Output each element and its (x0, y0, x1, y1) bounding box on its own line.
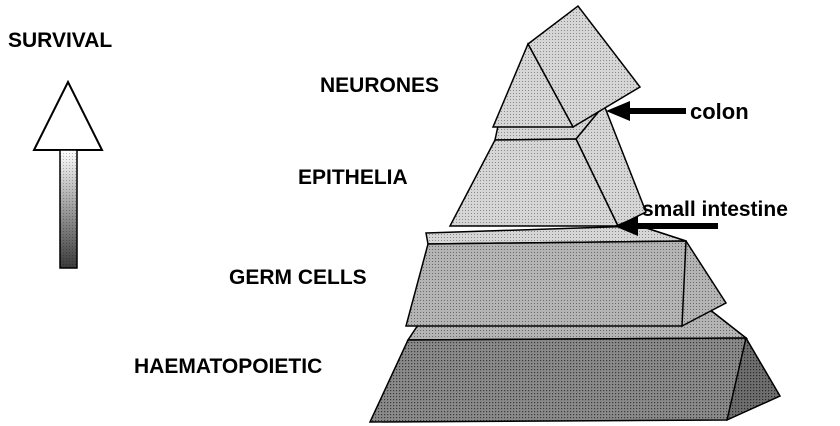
colon-annotation: colon (690, 99, 749, 124)
survival-arrow-icon (34, 82, 102, 268)
survival-label: SURVIVAL (8, 29, 112, 52)
neurones-label: NEURONES (320, 74, 439, 97)
small-intestine-annotation: small intestine (642, 198, 788, 221)
haematopoietic-label: HAEMATOPOIETIC (134, 355, 322, 378)
colon-pointer-arrow (606, 101, 686, 121)
germ-cells-label: GERM CELLS (229, 266, 367, 289)
epithelia-label: EPITHELIA (298, 166, 408, 189)
tier-germ-cells (406, 226, 726, 326)
